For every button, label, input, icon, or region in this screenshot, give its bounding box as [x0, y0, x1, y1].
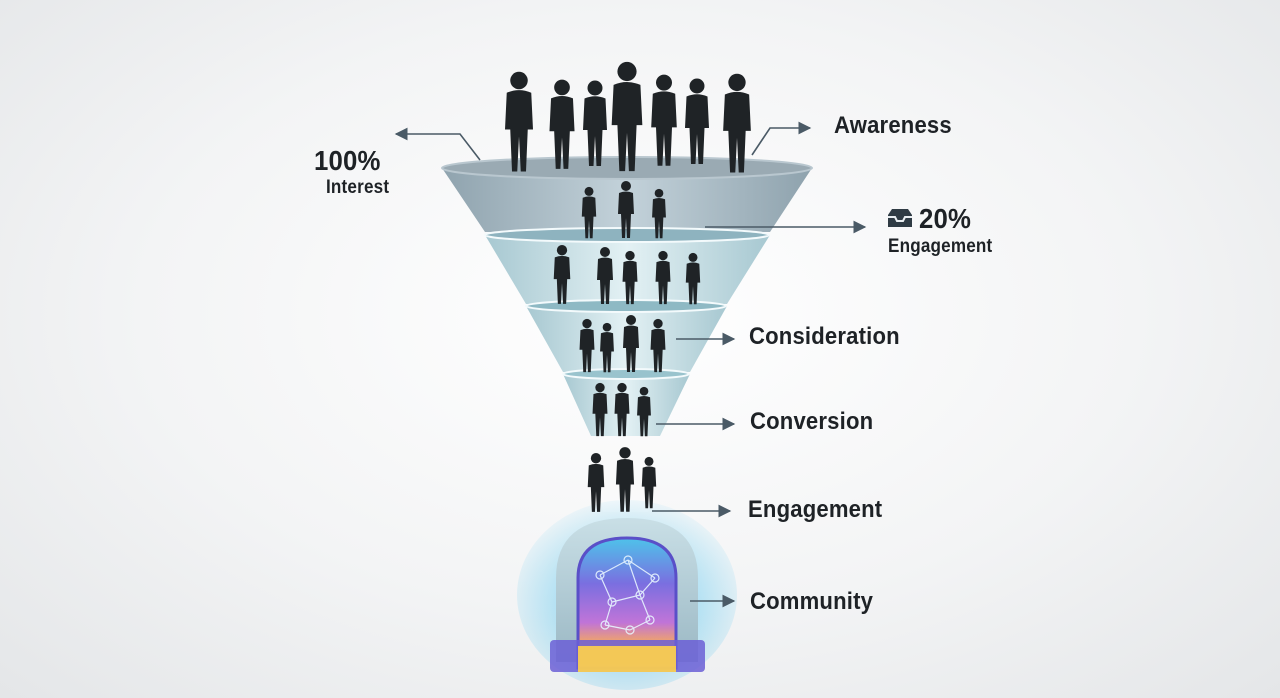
interest-percent: 100% [314, 145, 381, 176]
interest-label: Interest [326, 177, 390, 198]
funnel-top-rim [441, 156, 813, 180]
community-portal [517, 500, 737, 690]
connector-arrows [394, 121, 867, 608]
portal-window [576, 536, 678, 670]
awareness-crowd [505, 61, 751, 173]
stage-label-consideration: Consideration [749, 323, 900, 350]
stage-label-engagement: Engagement [748, 496, 883, 523]
engagement-percent: 20% [919, 203, 972, 234]
engagement-stat-label: Engagement [888, 236, 993, 257]
stage-label-community: Community [750, 588, 874, 615]
arrow-interest [394, 127, 481, 161]
inbox-icon [888, 209, 912, 227]
funnel [441, 156, 813, 512]
stage-label-conversion: Conversion [750, 408, 874, 435]
stage-label-awareness: Awareness [834, 112, 952, 139]
arrow-awareness [751, 121, 812, 156]
network-icon [595, 555, 660, 635]
